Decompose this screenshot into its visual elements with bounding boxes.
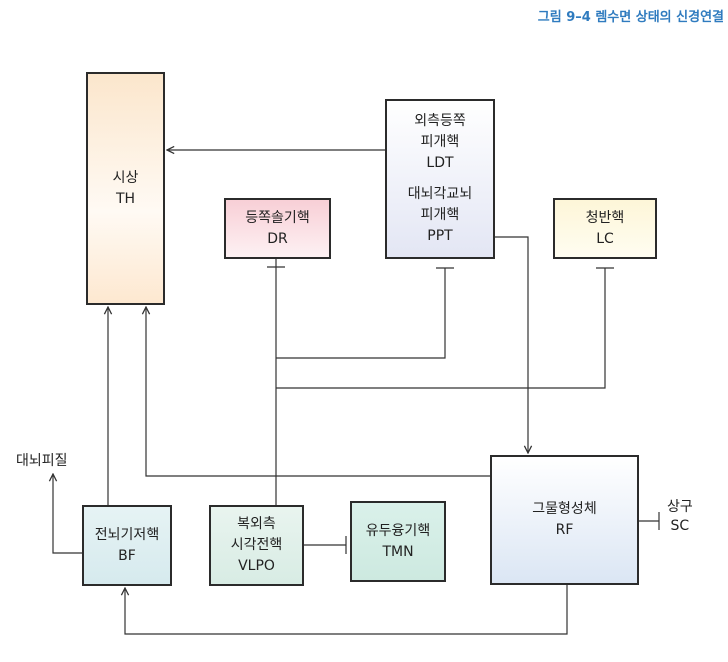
superior-colliculus-abbr: SC	[670, 518, 690, 534]
bf-to-cortex-arrow	[53, 474, 82, 554]
basal-forebrain-abbr: BF	[118, 547, 136, 564]
superior-colliculus-label: 상구 SC	[667, 498, 693, 536]
tuberomammillary-node: 유두융기핵 TMN	[350, 501, 446, 582]
basal-forebrain-node: 전뇌기저핵 BF	[82, 505, 172, 586]
ldt-ppt-node: 외측등쪽 피개핵 LDT 대뇌각교뇌 피개핵 PPT	[385, 99, 495, 259]
vlpo-abbr: VLPO	[238, 558, 275, 574]
locus-coeruleus-name: 청반핵	[585, 209, 625, 226]
tuberomammillary-abbr: TMN	[382, 543, 414, 560]
basal-forebrain-name: 전뇌기저핵	[94, 526, 160, 543]
vlpo-node: 복외측 시각전핵 VLPO	[209, 505, 304, 586]
thalamus-abbr: TH	[115, 190, 136, 207]
ldt-name-line1: 외측등쪽	[414, 113, 466, 129]
lc-to-dr-line	[276, 268, 606, 389]
rf-to-bf-arrow	[125, 585, 568, 635]
ldt-name-line2: 피개핵	[420, 134, 460, 150]
tuberomammillary-name: 유두융기핵	[365, 522, 431, 539]
superior-colliculus-name: 상구	[667, 499, 693, 515]
dorsal-raphe-name: 등쪽솔기핵	[245, 209, 310, 226]
ppt-name-line1: 대뇌각교뇌	[407, 186, 473, 202]
thalamus-name: 시상	[112, 169, 139, 186]
reticular-formation-node: 그물형성체 RF	[490, 455, 639, 585]
vlpo-name-line2: 시각전핵	[230, 537, 283, 553]
ppt-to-rf-arrow	[495, 236, 528, 453]
locus-coeruleus-node: 청반핵 LC	[553, 198, 657, 259]
dorsal-raphe-abbr: DR	[267, 230, 288, 247]
locus-coeruleus-abbr: LC	[596, 230, 614, 247]
reticular-formation-name: 그물형성체	[532, 501, 597, 517]
ppt-name-line2: 피개핵	[420, 207, 460, 223]
vlpo-name-line1: 복외측	[237, 516, 276, 532]
ppt-to-dr-line	[276, 268, 446, 359]
thalamus-node: 시상 TH	[86, 72, 165, 305]
dorsal-raphe-node: 등쪽솔기핵 DR	[224, 198, 331, 259]
ldt-abbr: LDT	[426, 155, 454, 171]
cortex-label: 대뇌피질	[16, 453, 68, 469]
figure-title: 그림 9–4 렘수면 상태의 신경연결	[537, 10, 724, 25]
rf-to-th-arrow	[146, 307, 490, 477]
reticular-formation-abbr: RF	[555, 522, 574, 538]
ppt-abbr: PPT	[427, 228, 453, 244]
